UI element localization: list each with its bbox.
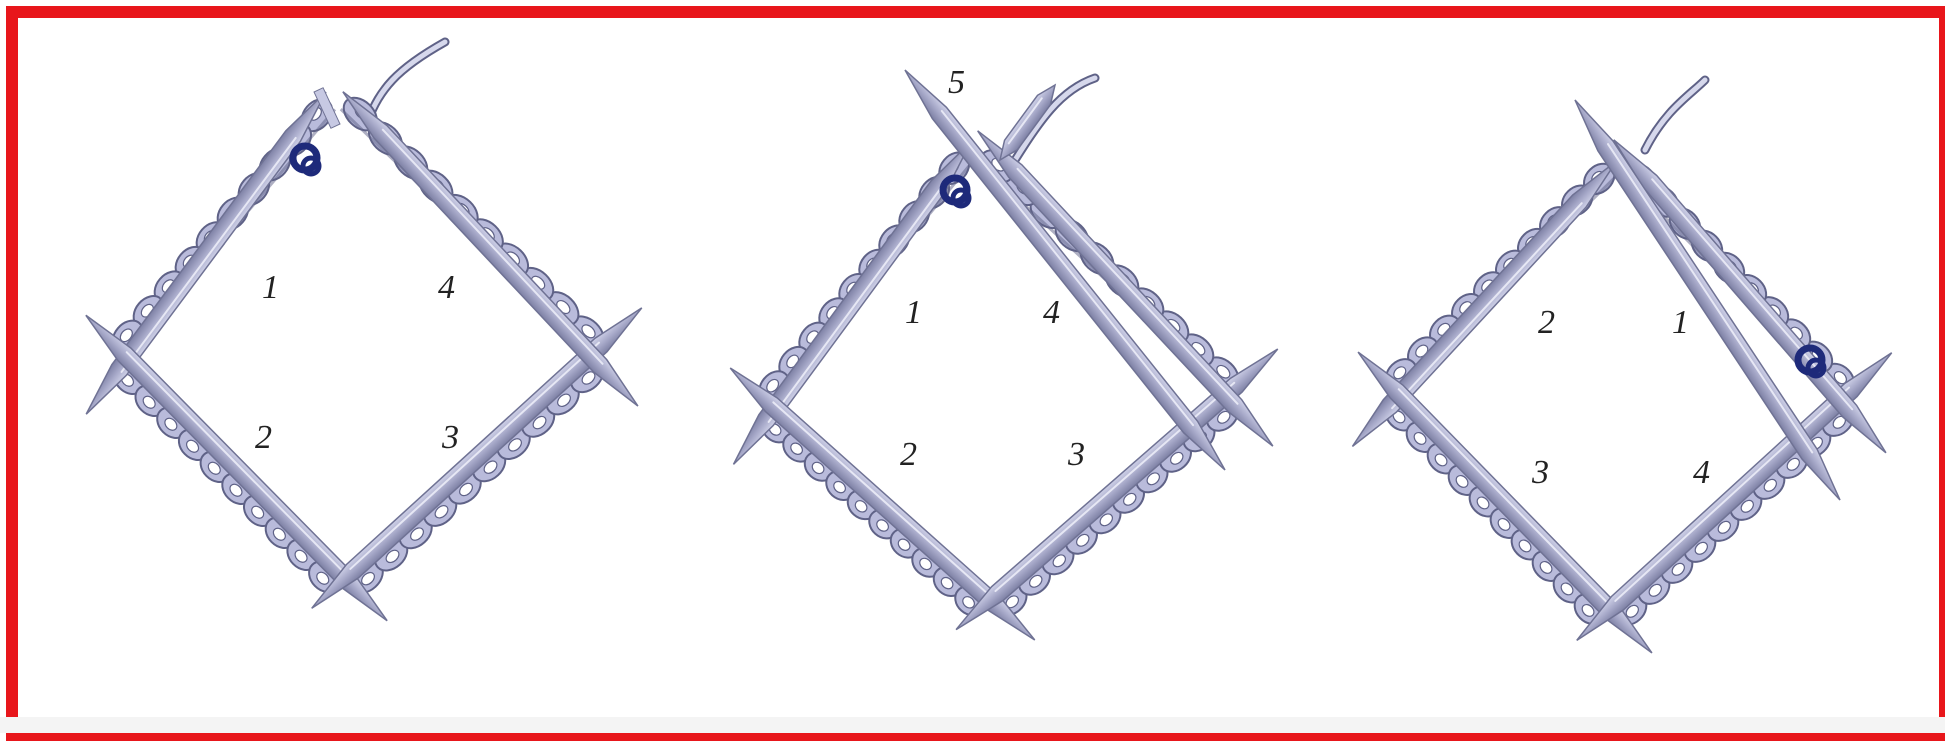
panel-2-label-right-top: 4: [1043, 294, 1060, 331]
needle-4: [336, 86, 644, 413]
working-yarn: [368, 42, 445, 120]
panel-1-label-right-bottom: 3: [441, 419, 459, 456]
panel-1: [79, 42, 648, 627]
stitch-row: [344, 355, 609, 599]
stitch-row: [108, 358, 346, 598]
stitch-row: [989, 395, 1243, 622]
needle-2: [1346, 155, 1624, 453]
stitch-row: [1380, 395, 1611, 630]
needle-4: [1571, 346, 1898, 647]
panel-3-label-right-bottom: 4: [1693, 454, 1710, 491]
needle-working: [1567, 95, 1847, 505]
panel-3-label-left-bottom: 3: [1531, 454, 1549, 491]
panel-1-label-right-top: 4: [438, 269, 455, 306]
panel-3-label-right-top: 1: [1672, 304, 1689, 341]
stitch-row: [756, 408, 990, 621]
needle-3: [950, 342, 1283, 636]
needle-5-tip: [994, 80, 1062, 164]
stitch-marker: [293, 146, 319, 174]
panel-2-label-left-top: 1: [905, 294, 922, 331]
panel-2: [724, 64, 1283, 646]
panel-3-label-left-top: 2: [1538, 304, 1555, 341]
panel-3: [1346, 80, 1898, 659]
panel-2-label-left-bottom: 2: [900, 436, 917, 473]
stitch-row: [1610, 400, 1860, 631]
needle-1: [79, 87, 333, 420]
needle-4: [971, 125, 1279, 453]
panel-1-label-left-bottom: 2: [255, 419, 272, 456]
panel-1-label-left-top: 1: [262, 269, 279, 306]
needle-5-free: [898, 64, 1232, 475]
panel-2-label-extra: 5: [948, 64, 965, 101]
needle-1: [1607, 134, 1893, 459]
panel-2-label-right-bottom: 3: [1067, 436, 1085, 473]
